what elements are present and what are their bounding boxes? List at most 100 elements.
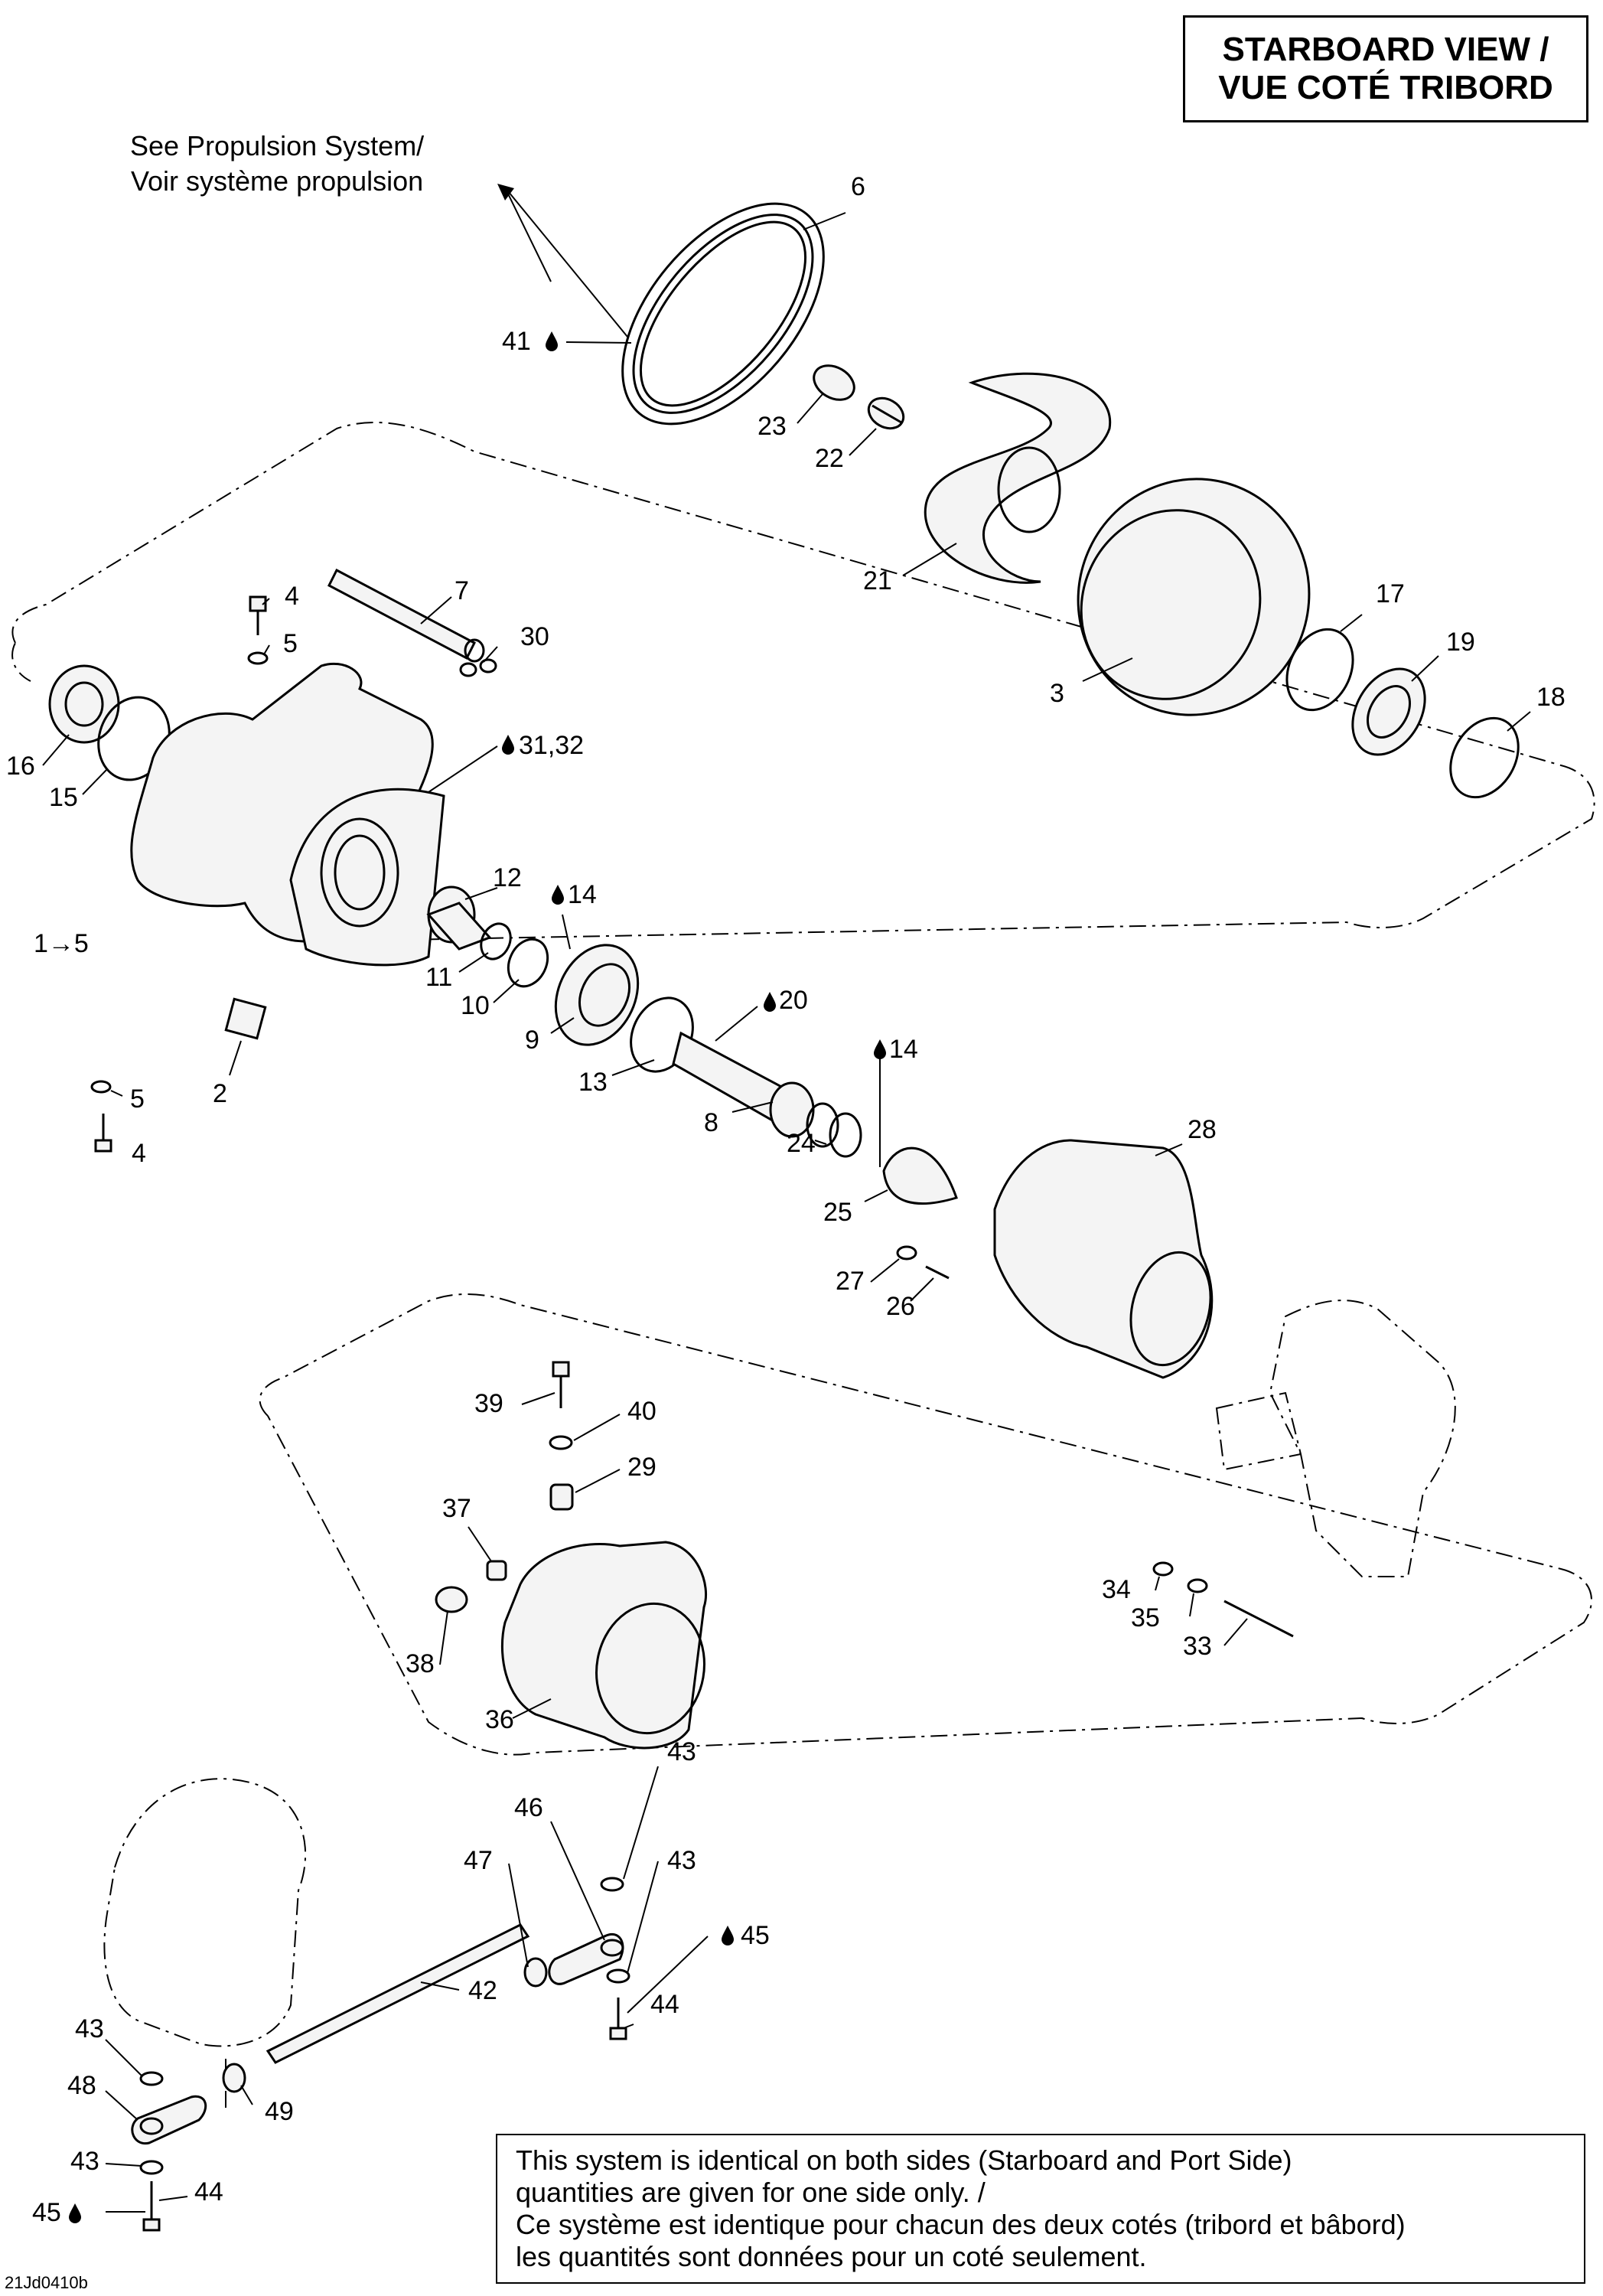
callout-19: 19: [1446, 628, 1475, 657]
callout-10: 10: [461, 991, 490, 1020]
impeller: [924, 372, 1112, 584]
callout-34: 34: [1102, 1575, 1131, 1604]
callout-22: 22: [815, 444, 844, 473]
oil-drop-icon: [552, 885, 564, 905]
callout-41: 41: [502, 327, 531, 356]
callout-42: 42: [468, 1976, 497, 2005]
bolt-4-bottom: [94, 1114, 112, 1153]
oil-drop-icon: [546, 331, 558, 351]
washer-27: [896, 1245, 917, 1261]
washer-43b: [606, 1968, 630, 1984]
bolt-4-top: [249, 595, 267, 635]
callout-45a: 45: [741, 1921, 770, 1950]
washer-35: [1187, 1578, 1208, 1593]
propulsion-reference-arrow: [504, 187, 628, 338]
o-rings-30: [459, 658, 497, 677]
callout-35: 35: [1131, 1603, 1160, 1632]
callout-33: 33: [1183, 1632, 1212, 1661]
callout-7: 7: [455, 576, 469, 605]
callout-44b: 44: [194, 2177, 223, 2206]
callout-43a: 43: [667, 1737, 696, 1766]
callout-1-to-5: 1→5: [34, 929, 89, 958]
callout-43b: 43: [667, 1846, 696, 1875]
callout-16: 16: [6, 752, 35, 781]
cone-25: [882, 1146, 958, 1205]
callout-15: 15: [49, 783, 78, 812]
pump-group-outline: [11, 421, 1595, 942]
callout-21: 21: [863, 566, 892, 595]
bolt-44b: [142, 2181, 161, 2232]
callout-24: 24: [787, 1129, 816, 1158]
nut-49: [222, 2063, 246, 2093]
washer-34: [1152, 1561, 1174, 1577]
ball-joint-46: [548, 1932, 624, 1985]
seal-part: [867, 396, 905, 430]
callout-37: 37: [442, 1494, 471, 1523]
leader-lines: [42, 212, 1531, 2213]
bushing-37: [486, 1560, 507, 1581]
oil-drop-icon: [722, 1926, 734, 1945]
callout-44a: 44: [650, 1990, 679, 2019]
view-title-en: STARBOARD VIEW /: [1222, 31, 1549, 68]
callout-14-top: 14: [568, 880, 597, 909]
ring-10: [507, 938, 549, 988]
view-title-box: STARBOARD VIEW / VUE COTÉ TRIBORD: [1183, 15, 1588, 122]
washer-43a: [600, 1877, 624, 1892]
bushing-38: [435, 1586, 468, 1613]
callout-13: 13: [578, 1068, 608, 1097]
callout-48: 48: [67, 2071, 96, 2100]
oil-drop-icon: [764, 992, 776, 1012]
callout-5-top: 5: [283, 629, 298, 658]
ball-joint-48: [131, 2095, 207, 2145]
callout-23: 23: [758, 412, 787, 441]
reference-note-en: See Propulsion System/: [130, 130, 425, 161]
callout-49: 49: [265, 2097, 294, 2126]
steering-nozzle-36: [500, 1541, 708, 1750]
nut-47: [523, 1957, 548, 1988]
wear-ring: [621, 202, 825, 426]
propulsion-reference-note: See Propulsion System/ Voir système prop…: [130, 129, 424, 199]
callout-39: 39: [474, 1389, 503, 1418]
note-line-2: quantities are given for one side only. …: [516, 2177, 986, 2208]
venturi-28: [993, 1139, 1214, 1379]
o-ring-18: [1449, 716, 1520, 799]
washer-43d: [139, 2160, 164, 2175]
o-ring-11: [480, 922, 512, 960]
callout-40: 40: [627, 1397, 657, 1426]
oil-drop-icon: [69, 2203, 81, 2223]
reference-note-fr: Voir système propulsion: [131, 165, 424, 197]
callout-31-32: 31,32: [519, 731, 584, 760]
callout-38: 38: [406, 1649, 435, 1678]
bearing-9: [554, 944, 640, 1046]
callout-14-bottom: 14: [889, 1035, 918, 1064]
shaft-8: [672, 1031, 815, 1138]
callout-9: 9: [525, 1026, 539, 1055]
callout-27: 27: [836, 1267, 865, 1296]
callout-43c: 43: [75, 2014, 104, 2043]
callout-29: 29: [627, 1453, 657, 1482]
pump-housing: [130, 662, 445, 967]
callout-30: 30: [520, 622, 549, 651]
callout-17: 17: [1376, 579, 1405, 608]
mounting-bracket-ghost: [1215, 1300, 1456, 1577]
impeller-housing: [1077, 478, 1311, 716]
callout-25: 25: [823, 1198, 852, 1227]
callout-28: 28: [1188, 1115, 1217, 1144]
bolt-44a: [609, 1998, 627, 2040]
steering-rod-42: [266, 1923, 530, 2064]
washer-5-bottom: [90, 1080, 112, 1094]
callout-6: 6: [851, 172, 865, 201]
note-line-4: les quantités sont données pour un coté …: [516, 2241, 1147, 2272]
bolt-33: [1223, 1600, 1294, 1638]
identical-sides-note: This system is identical on both sides (…: [496, 2134, 1585, 2284]
callout-26: 26: [886, 1292, 915, 1321]
callout-12: 12: [493, 863, 522, 892]
washer-43c: [139, 2071, 164, 2086]
note-line-1: This system is identical on both sides (…: [516, 2144, 1292, 2176]
callout-18: 18: [1536, 683, 1566, 712]
nozzle-group-outline: [259, 1293, 1592, 1756]
drawing-code: 21Jd0410b: [5, 2273, 88, 2292]
square-nut-2: [224, 997, 267, 1040]
callout-8: 8: [704, 1108, 718, 1137]
